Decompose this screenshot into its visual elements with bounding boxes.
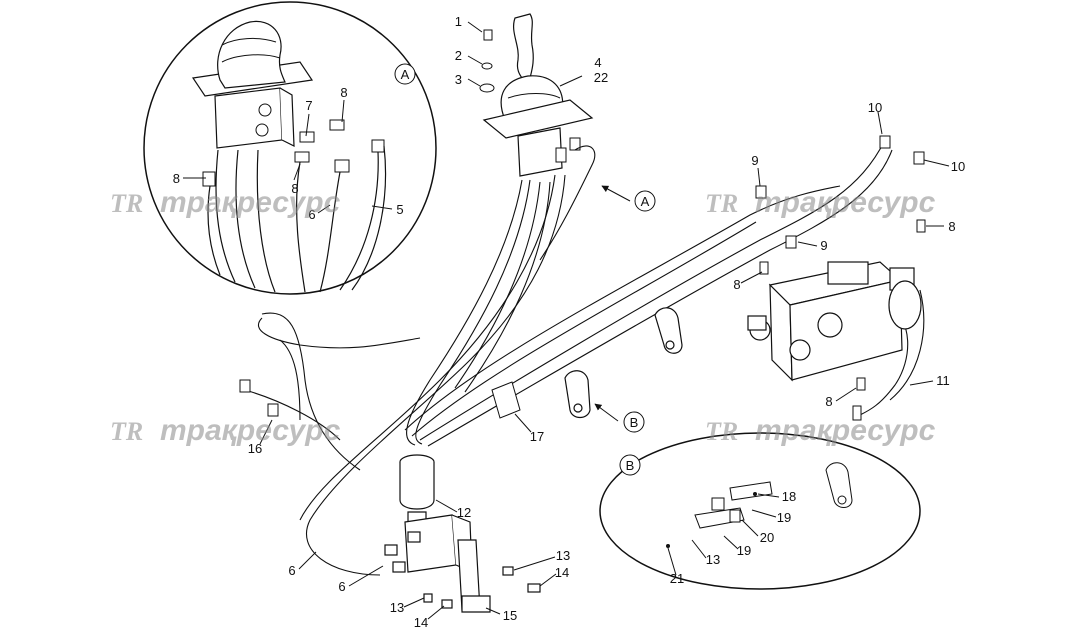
detail-a-valve-body [214,87,283,149]
callout-5: 5 [396,202,403,217]
callout-18: 18 [782,489,796,504]
fitting-16 [239,379,251,393]
callout-8-a3: 8 [291,181,298,196]
callout-7: 7 [305,98,312,113]
callout-12: 12 [457,505,471,520]
accumulator-assembly [384,454,541,613]
watermark-text: трақресурс [160,414,341,447]
callout-20: 20 [760,530,774,545]
lock-washer-part [481,62,493,70]
detail-label-b-arrow: B [623,411,645,433]
main-hoses [244,139,925,576]
control-valve [747,261,922,382]
detail-b-circle [599,432,921,590]
bolt-part [483,29,493,41]
detail-a-circle [143,1,437,295]
callout-13-a: 13 [556,548,570,563]
detail-a-hoses [207,145,387,293]
hose-fittings-right [755,135,926,421]
watermark-logo: TR [705,189,738,218]
callout-8-a2: 8 [340,85,347,100]
watermark-logo: TR [110,189,143,218]
washer-part [479,83,495,93]
watermark-logo: TR [110,417,143,446]
callout-21: 21 [670,571,684,586]
watermark-logo: TR [705,417,738,446]
watermark-text: трақресурс [160,186,341,219]
leader-lines [183,21,950,620]
callout-10-right: 10 [951,159,965,174]
detail-b-tag: B [626,458,635,473]
detail-label-a-top: A [394,63,416,85]
fitting-16b [267,403,279,417]
callouts: 1 2 3 4 22 8 7 8 8 6 5 9 10 10 8 9 8 11 … [173,14,965,630]
callout-8-r3: 8 [825,394,832,409]
callout-8-r2: 8 [733,277,740,292]
callout-8-r1: 8 [948,219,955,234]
detail-label-a-arrow: A [634,190,656,212]
joystick-handle [513,13,534,79]
callout-13-c: 13 [706,552,720,567]
callout-19-b: 19 [737,543,751,558]
callout-9-mid: 9 [820,238,827,253]
callout-9-top: 9 [751,153,758,168]
detail-label-b-top: B [619,454,641,476]
watermark-text: трақресурс [755,414,936,447]
watermark-text: трақресурс [755,186,936,219]
hose-clamp [491,381,521,419]
callout-A: A [641,194,650,209]
callout-15: 15 [503,608,517,623]
callout-1: 1 [455,14,462,29]
callout-8-a1: 8 [173,171,180,186]
callout-14-b: 14 [414,615,428,630]
callout-16: 16 [248,441,262,456]
detail-b [599,432,921,590]
joystick-plate [482,99,594,139]
joystick-assembly [479,13,594,177]
callout-2: 2 [455,48,462,63]
callout-11: 11 [936,373,950,388]
clamp-brackets [564,307,683,419]
callout-19-a: 19 [777,510,791,525]
callout-3: 3 [455,72,462,87]
joystick-valve [517,127,563,177]
callout-6-b: 6 [288,563,295,578]
callout-14-a: 14 [555,565,569,580]
callout-B: B [630,415,639,430]
detail-a-tag: A [401,67,410,82]
callout-4: 4 [594,55,601,70]
watermarks: TR трақресурс TR трақресурс TR трақресур… [110,186,936,447]
callout-13-b: 13 [390,600,404,615]
detail-a [143,1,437,295]
callout-22: 22 [594,70,608,85]
callout-6-a: 6 [308,207,315,222]
callout-6-c: 6 [338,579,345,594]
callout-17: 17 [530,429,544,444]
callout-10-top: 10 [868,100,882,115]
